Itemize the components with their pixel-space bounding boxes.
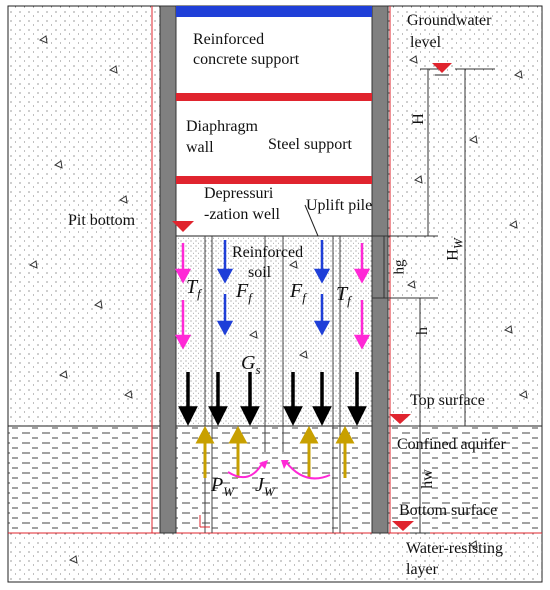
- depressurization-well-label: Depressuri: [204, 185, 274, 202]
- dimension-hg: hg: [391, 259, 408, 275]
- soil-left: [8, 6, 160, 426]
- steel-support-1: [176, 93, 372, 101]
- symbol-ff-right: Ff: [290, 280, 306, 305]
- water-resisting-label: Water-resisting: [406, 540, 504, 557]
- water-resisting-zone: [8, 533, 542, 582]
- dimension-h-upper: H: [409, 113, 427, 125]
- dimension-h-lower: h: [414, 327, 431, 335]
- dimension-lines: [372, 68, 495, 534]
- concrete-support-label: Reinforced: [193, 31, 265, 48]
- water-markers: [172, 63, 452, 531]
- symbol-ff-left: Ff: [236, 280, 252, 305]
- top-surface-marker: [389, 414, 411, 424]
- pit-bottom-marker: [172, 221, 194, 232]
- symbol-tf-right: Tf: [336, 283, 351, 308]
- gravity-arrows: [178, 372, 367, 426]
- seepage-arrowhead: [259, 460, 268, 469]
- groundwater-label-2: level: [410, 34, 442, 51]
- uplift-pile-label: Uplift pile: [306, 197, 373, 214]
- symbol-gs: Gs: [241, 352, 261, 377]
- symbol-tf-left: Tf: [186, 276, 201, 301]
- reinforced-soil-zone: [176, 236, 372, 426]
- bottom-surface-marker: [392, 521, 414, 531]
- friction-arrows: [174, 243, 371, 350]
- pile-force-arrows: [216, 240, 331, 336]
- confined-aquifer-zone: [8, 426, 542, 533]
- soil-aggregate-marks: [28, 35, 528, 564]
- steel-support-2: [176, 176, 372, 184]
- groundwater-marker: [432, 63, 452, 73]
- water-resisting-label-2: layer: [406, 561, 438, 578]
- top-surface-label: Top surface: [410, 392, 485, 409]
- seepage-arrows: [227, 461, 331, 480]
- confined-aquifer-label: Confined aquifer: [397, 436, 506, 453]
- concrete-support-label-2: concrete support: [193, 51, 300, 68]
- reinforced-soil-label-2: soil: [248, 264, 272, 281]
- groundwater-label: Groundwater: [407, 12, 492, 29]
- steel-support-label: Steel support: [268, 136, 352, 153]
- pile-label-leader: [304, 204, 319, 237]
- reinforced-soil-label: Reinforced: [232, 244, 304, 261]
- seepage-arrowhead: [281, 460, 289, 469]
- diaphragm-wall-right: [371, 5, 389, 534]
- diaphragm-wall-left: [159, 5, 177, 534]
- dimension-hw: HW: [444, 238, 466, 261]
- bottom-surface-label: Bottom surface: [399, 502, 498, 519]
- symbol-jw: JW: [255, 474, 275, 499]
- depressurization-well-label-2: -zation well: [204, 206, 280, 223]
- diaphragm-wall-label-2: wall: [186, 139, 214, 156]
- dimension-hw-small: hw: [418, 469, 436, 489]
- uplift-arrows: [195, 425, 355, 478]
- diaphragm-wall-label: Diaphragm: [186, 118, 258, 135]
- piles: [204, 236, 341, 533]
- symbol-pw: PW: [211, 474, 235, 499]
- concrete-support: [176, 6, 372, 17]
- pit-bottom-label: Pit bottom: [68, 212, 136, 229]
